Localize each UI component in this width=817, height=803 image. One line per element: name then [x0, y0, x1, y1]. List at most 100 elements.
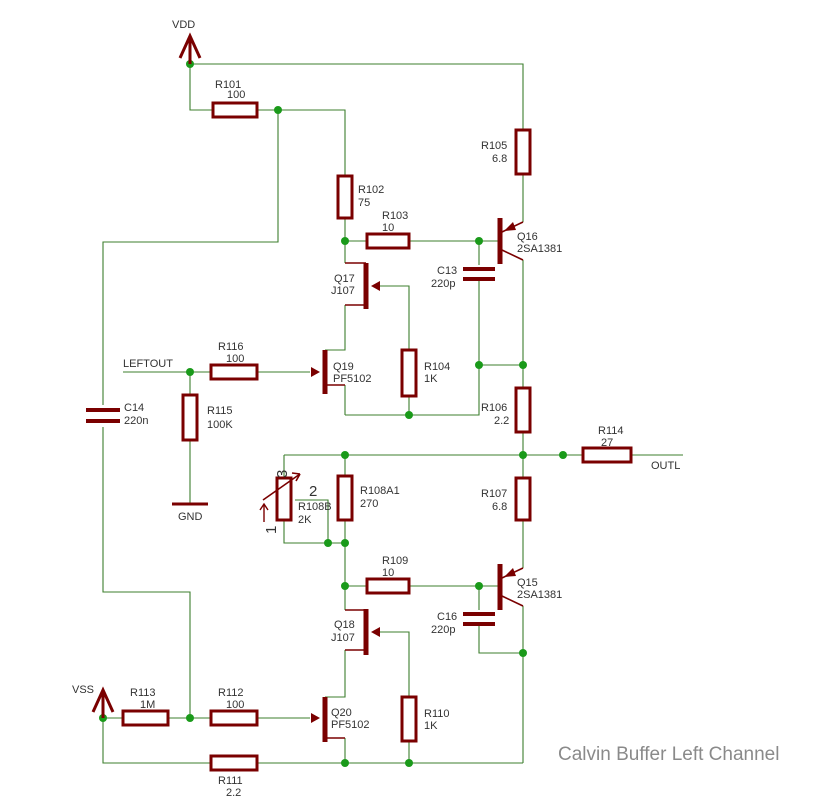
junction-dot	[405, 759, 413, 767]
svg-text:2.2: 2.2	[226, 787, 241, 799]
resistor-r107: R107 6.8	[481, 476, 532, 522]
svg-text:C13: C13	[437, 265, 457, 277]
leftout-net-label: LEFTOUT	[123, 358, 173, 370]
junction-dot	[341, 582, 349, 590]
pot-pin-3: 3	[274, 470, 291, 478]
svg-text:Q17: Q17	[334, 273, 355, 285]
junction-dot	[475, 237, 483, 245]
junction-dot	[519, 451, 527, 459]
junction-dot	[341, 759, 349, 767]
svg-text:R108A1: R108A1	[360, 485, 400, 497]
junction-dot	[519, 361, 527, 369]
svg-text:Q20: Q20	[331, 707, 352, 719]
svg-text:2.2: 2.2	[494, 415, 509, 427]
junction-dot	[519, 649, 527, 657]
gnd-symbol: GND	[172, 502, 208, 523]
svg-text:J107: J107	[331, 285, 355, 297]
svg-text:R106: R106	[481, 402, 507, 414]
svg-text:27: 27	[601, 437, 613, 449]
svg-text:R112: R112	[218, 687, 243, 699]
resistor-r111: R111 2.2	[209, 754, 259, 799]
pot-pin-2: 2	[309, 483, 317, 500]
svg-text:R101: R101	[215, 79, 241, 91]
svg-text:R115: R115	[207, 405, 232, 417]
svg-text:Q18: Q18	[334, 619, 355, 631]
wires	[102, 63, 683, 764]
svg-text:100: 100	[227, 89, 245, 101]
vss-label: VSS	[72, 684, 94, 696]
transistor-q19: Q19 PF5102	[311, 350, 372, 394]
capacitor-c16: C16 220p	[431, 611, 495, 636]
resistor-r101: R101 100	[211, 79, 259, 119]
svg-text:10: 10	[382, 567, 394, 579]
junctions	[99, 60, 567, 767]
vdd-symbol: VDD	[172, 19, 202, 64]
resistor-r114: R114 27	[581, 425, 633, 464]
resistor-r102: R102 75	[336, 174, 384, 220]
gnd-label: GND	[178, 511, 203, 523]
svg-text:2SA1381: 2SA1381	[517, 243, 562, 255]
svg-text:R111: R111	[218, 775, 243, 787]
svg-text:1K: 1K	[424, 373, 438, 385]
svg-text:C14: C14	[124, 402, 144, 414]
svg-text:Q15: Q15	[517, 577, 538, 589]
svg-text:PF5102: PF5102	[331, 719, 370, 731]
svg-text:1K: 1K	[424, 720, 438, 732]
svg-text:C16: C16	[437, 611, 457, 623]
svg-text:270: 270	[360, 498, 378, 510]
svg-text:R107: R107	[481, 488, 507, 500]
svg-text:J107: J107	[331, 632, 355, 644]
resistor-r105: R105 6.8	[481, 128, 532, 176]
transistor-q20: Q20 PF5102	[311, 697, 370, 742]
svg-text:Q19: Q19	[333, 361, 354, 373]
resistor-r110: R110 1K	[400, 695, 449, 743]
svg-text:6.8: 6.8	[492, 501, 507, 513]
resistor-r104: R104 1K	[400, 348, 450, 398]
svg-text:220p: 220p	[431, 278, 455, 290]
schematic-title: Calvin Buffer Left Channel	[558, 744, 779, 765]
junction-dot	[341, 237, 349, 245]
potentiometer-r108b: R108B 2K 2 1 3	[259, 470, 332, 534]
resistor-r116: R116 100	[209, 341, 259, 381]
outl-net-label: OUTL	[651, 460, 680, 472]
junction-dot	[559, 451, 567, 459]
transistor-q17: Q17 J107	[331, 262, 380, 309]
svg-text:6.8: 6.8	[492, 153, 507, 165]
svg-text:R114: R114	[598, 425, 623, 437]
svg-text:220n: 220n	[124, 415, 148, 427]
svg-text:R105: R105	[481, 140, 507, 152]
resistor-r106: R106 2.2	[481, 386, 532, 434]
svg-text:R116: R116	[218, 341, 243, 353]
resistor-r109: R109 10	[365, 555, 411, 595]
junction-dot	[475, 582, 483, 590]
vss-symbol: VSS	[72, 684, 115, 718]
svg-text:100: 100	[226, 699, 244, 711]
svg-text:100: 100	[226, 353, 244, 365]
transistor-q18: Q18 J107	[331, 609, 380, 655]
svg-text:PF5102: PF5102	[333, 373, 372, 385]
svg-text:Q16: Q16	[517, 231, 538, 243]
svg-text:R103: R103	[382, 210, 408, 222]
svg-text:10: 10	[382, 222, 394, 234]
svg-text:R104: R104	[424, 361, 450, 373]
svg-text:100K: 100K	[207, 419, 233, 431]
resistor-r103: R103 10	[365, 210, 411, 250]
junction-dot	[405, 411, 413, 419]
junction-dot	[475, 361, 483, 369]
resistor-r108a1: R108A1 270	[336, 474, 400, 522]
svg-text:R113: R113	[130, 687, 155, 699]
capacitor-c14: C14 220n	[86, 402, 148, 427]
svg-text:220p: 220p	[431, 624, 455, 636]
resistor-r112: R112 100	[209, 687, 259, 727]
transistor-q16: Q16 2SA1381	[497, 218, 562, 264]
svg-text:R102: R102	[358, 184, 384, 196]
svg-text:2K: 2K	[298, 514, 312, 526]
capacitor-c13: C13 220p	[431, 265, 495, 290]
svg-text:R108B: R108B	[298, 501, 332, 513]
svg-text:R110: R110	[424, 708, 449, 720]
junction-dot	[186, 368, 194, 376]
transistor-q15: Q15 2SA1381	[497, 564, 562, 610]
resistor-r113: R113 1M	[121, 687, 170, 727]
